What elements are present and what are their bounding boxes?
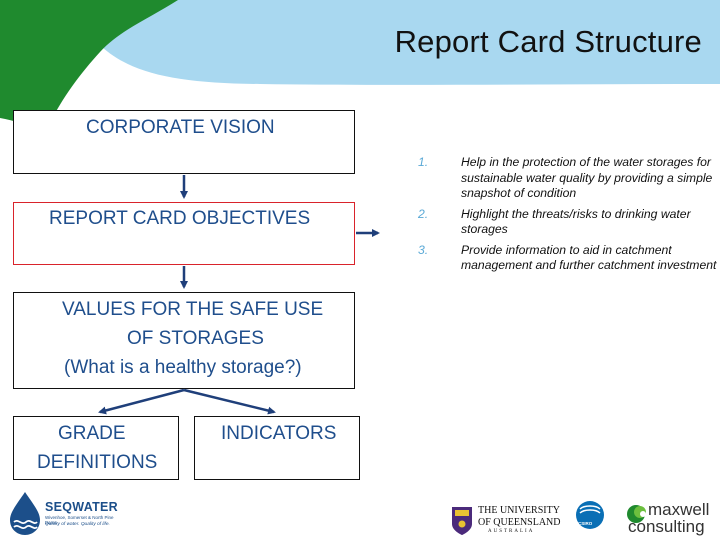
objective-number: 1. bbox=[418, 155, 429, 169]
objective-number: 2. bbox=[418, 206, 429, 221]
uq-name-line1: THE UNIVERSITY bbox=[478, 505, 560, 516]
grade-label-line2: DEFINITIONS bbox=[37, 452, 158, 473]
indicators-label: INDICATORS bbox=[221, 423, 337, 444]
uq-name-line3: AUSTRALIA bbox=[488, 529, 535, 534]
arrow-values-to-grade bbox=[98, 388, 185, 415]
corporate-vision-box: CORPORATE VISION bbox=[13, 110, 355, 174]
seqwater-name: SEQWATER bbox=[45, 500, 119, 514]
objective-text: Help in the protection of the water stor… bbox=[461, 155, 713, 200]
csiro-logo-icon bbox=[576, 501, 604, 529]
objective-item: 1. Help in the protection of the water s… bbox=[418, 155, 718, 202]
grade-label-line1: GRADE bbox=[58, 423, 126, 444]
objective-item: 2. Highlight the threats/risks to drinki… bbox=[418, 207, 718, 238]
objective-item: 3. Provide information to aid in catchme… bbox=[418, 243, 718, 274]
seqwater-logo-icon bbox=[10, 492, 40, 535]
seqwater-tagline: Quality of water. Quality of life. bbox=[45, 522, 110, 527]
header-background bbox=[0, 0, 720, 135]
objectives-list: 1. Help in the protection of the water s… bbox=[418, 155, 718, 279]
slide-title: Report Card Structure bbox=[394, 24, 702, 59]
values-box: VALUES FOR THE SAFE USE OF STORAGES (Wha… bbox=[13, 292, 355, 389]
objective-text: Highlight the threats/risks to drinking … bbox=[461, 206, 691, 237]
indicators-box: INDICATORS bbox=[194, 416, 360, 480]
values-label-line1: VALUES FOR THE SAFE USE bbox=[62, 299, 324, 320]
footer-logo-art bbox=[10, 492, 646, 535]
objective-number: 3. bbox=[418, 242, 429, 257]
values-label-line2: OF STORAGES bbox=[127, 328, 264, 349]
uq-name-line2: OF QUEENSLAND bbox=[478, 517, 561, 528]
report-card-objectives-box: REPORT CARD OBJECTIVES bbox=[13, 202, 355, 265]
corporate-vision-label: CORPORATE VISION bbox=[86, 117, 275, 138]
objective-text: Provide information to aid in catchment … bbox=[461, 242, 717, 273]
report-card-objectives-label: REPORT CARD OBJECTIVES bbox=[49, 208, 311, 229]
grade-definitions-box: GRADE DEFINITIONS bbox=[13, 416, 179, 480]
seqwater-subtitle: Wivenhoe, Somerset & North Pine Dams bbox=[45, 515, 114, 525]
csiro-label: CSIRO bbox=[578, 521, 593, 526]
uq-crest-icon bbox=[452, 507, 472, 535]
maxwell-name-line2: consulting bbox=[628, 517, 705, 536]
maxwell-logo-icon bbox=[627, 505, 646, 523]
values-label-line3: (What is a healthy storage?) bbox=[64, 357, 302, 378]
arrow-values-to-indicators bbox=[183, 388, 276, 415]
maxwell-name-line1: maxwell bbox=[648, 500, 710, 519]
